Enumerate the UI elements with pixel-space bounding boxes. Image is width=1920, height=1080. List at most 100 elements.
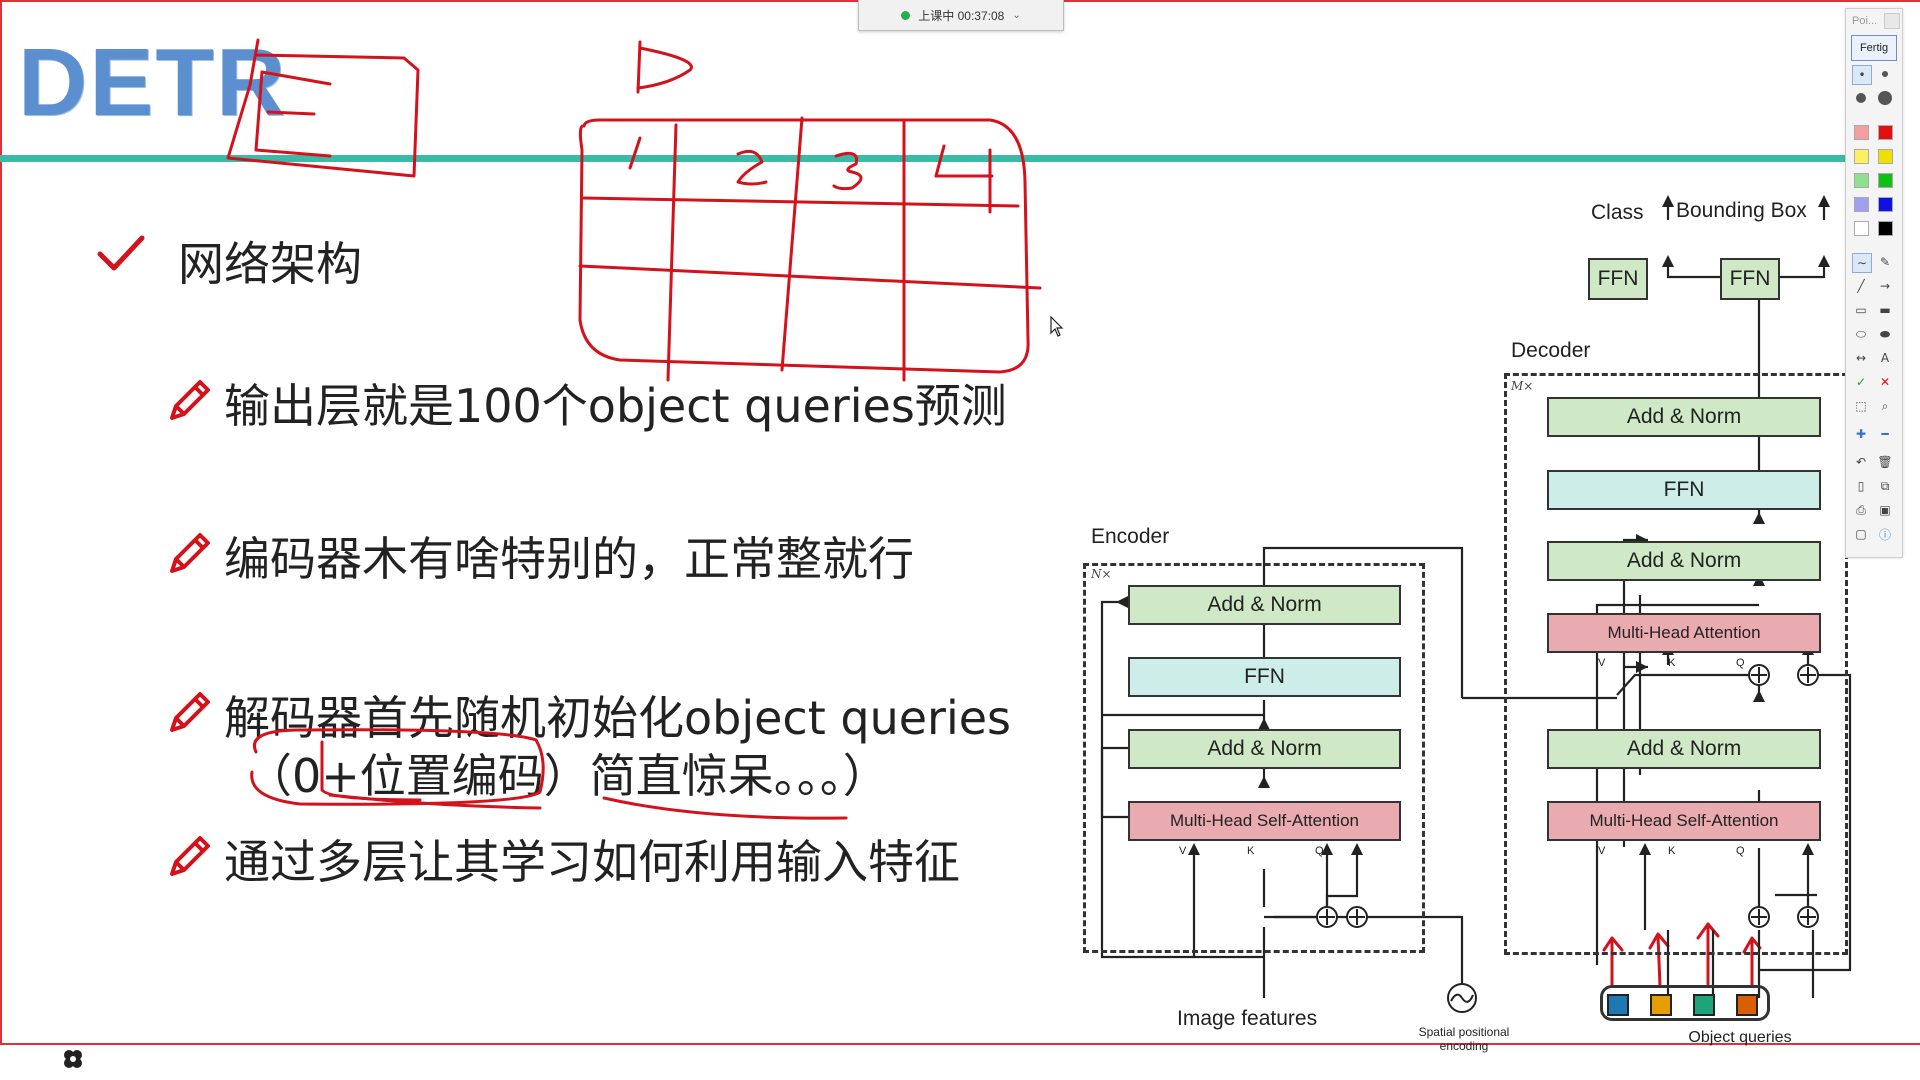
highlighter-icon[interactable]: ✎: [1879, 255, 1891, 269]
large-dot-icon[interactable]: [1876, 89, 1894, 107]
bbox-output-label: Bounding Box: [1676, 199, 1807, 222]
done-button[interactable]: Fertig: [1851, 35, 1897, 61]
encoder-self-attention: Multi-Head Self-Attention: [1128, 801, 1401, 841]
toolbar-close-button[interactable]: [1884, 13, 1900, 29]
app-logo-icon: [64, 1050, 82, 1068]
decoder-repeat-label: M×: [1511, 379, 1534, 393]
color-swatch[interactable]: [1852, 147, 1870, 165]
print-icon[interactable]: ⎙: [1856, 502, 1866, 517]
encoder-repeat-label: N×: [1091, 567, 1112, 581]
decoder-add-norm-3: Add & Norm: [1547, 397, 1821, 437]
image-features-label: Image features: [1177, 1007, 1318, 1030]
color-swatch[interactable]: [1852, 219, 1870, 237]
recording-indicator[interactable]: 上课中 00:37:08 ⌄: [858, 0, 1064, 31]
color-swatch-fill: [1853, 148, 1869, 164]
color-swatch-fill: [1877, 220, 1893, 236]
encoder-label: Encoder: [1091, 525, 1170, 548]
enc-v-label: V: [1179, 845, 1187, 857]
spatial-encoding-label: Spatial positional encoding: [1418, 1025, 1510, 1053]
page-icon[interactable]: ▯: [1857, 479, 1865, 493]
pencil-icon: [170, 533, 210, 573]
color-swatch[interactable]: [1876, 195, 1894, 213]
medium-dot-icon[interactable]: [1852, 89, 1870, 107]
encoder-stack: [1083, 563, 1425, 953]
filled-rectangle-icon[interactable]: ▬: [1879, 303, 1891, 317]
color-swatch-fill: [1877, 148, 1893, 164]
pencil-icon: [170, 380, 210, 420]
pencil-icon: [170, 836, 210, 876]
info-icon[interactable]: ⓘ: [1878, 527, 1891, 542]
screen-icon[interactable]: ▢: [1855, 527, 1867, 541]
recording-dot-icon: [901, 10, 911, 20]
class-output-label: Class: [1591, 201, 1644, 224]
check-icon[interactable]: ✓: [1855, 375, 1867, 389]
decoder-label: Decoder: [1511, 339, 1591, 362]
decoder-add-norm-1: Add & Norm: [1547, 729, 1821, 769]
pen-icon[interactable]: ∼: [1852, 253, 1872, 273]
bbox-ffn-block: FFN: [1720, 258, 1780, 300]
enc-k-label: K: [1247, 845, 1255, 857]
bullet-decoder: 解码器首先随机初始化object queries: [224, 691, 1011, 745]
line-icon[interactable]: ╱: [1857, 279, 1865, 293]
dec-q-label: Q: [1736, 845, 1745, 857]
ellipse-icon[interactable]: ⬭: [1855, 326, 1867, 341]
color-swatch[interactable]: [1876, 219, 1894, 237]
color-swatch-fill: [1877, 196, 1893, 212]
color-swatch[interactable]: [1876, 147, 1894, 165]
cross-icon[interactable]: ✕: [1879, 375, 1891, 389]
rectangle-icon[interactable]: ▭: [1855, 303, 1867, 317]
trash-icon[interactable]: 🗑: [1877, 455, 1893, 469]
decoder-self-attention: Multi-Head Self-Attention: [1547, 801, 1821, 841]
decoder-add-norm-2: Add & Norm: [1547, 541, 1821, 581]
bullet-encoder: 编码器木有啥特别的，正常整就行: [224, 532, 914, 586]
zoom-icon[interactable]: ⌕: [1881, 398, 1889, 413]
select-icon[interactable]: ⬚: [1855, 399, 1867, 413]
double-arrow-icon[interactable]: ↔: [1855, 351, 1867, 365]
screen-border-left: [0, 0, 2, 1045]
color-swatch-fill: [1853, 124, 1869, 140]
filled-ellipse-icon[interactable]: ⬬: [1879, 326, 1891, 341]
section-heading: 网络架构: [178, 237, 362, 291]
query-token-3: [1693, 994, 1715, 1016]
cross-v-label: V: [1598, 657, 1606, 669]
color-swatch[interactable]: [1852, 195, 1870, 213]
minus-icon[interactable]: ━: [1881, 427, 1889, 441]
text-icon[interactable]: A: [1880, 351, 1890, 365]
color-swatch-fill: [1853, 220, 1869, 236]
screen-border-bottom: [0, 1043, 1920, 1045]
color-swatch[interactable]: [1852, 171, 1870, 189]
copy-icon[interactable]: ⧉: [1880, 478, 1890, 493]
color-swatch[interactable]: [1876, 171, 1894, 189]
title-divider: [0, 155, 1848, 162]
color-swatch-fill: [1877, 124, 1893, 140]
small-dot-icon[interactable]: [1876, 65, 1894, 83]
encoder-add-norm-1: Add & Norm: [1128, 729, 1401, 769]
color-swatch-fill: [1877, 172, 1893, 188]
save-icon[interactable]: ▣: [1879, 503, 1891, 517]
encoder-add-norm-2: Add & Norm: [1128, 585, 1401, 625]
object-queries-label: Object queries: [1688, 1029, 1792, 1046]
bullet-output-layer: 输出层就是100个object queries预测: [224, 379, 1007, 433]
pencil-icon: [170, 692, 210, 732]
arrow-icon[interactable]: →: [1879, 279, 1891, 293]
color-swatch[interactable]: [1876, 123, 1894, 141]
query-token-2: [1650, 994, 1672, 1016]
enc-q-label: Q: [1315, 845, 1324, 857]
cross-k-label: K: [1668, 657, 1676, 669]
bullet-multilayer: 通过多层让其学习如何利用输入特征: [224, 835, 960, 889]
dec-k-label: K: [1668, 845, 1676, 857]
color-swatch[interactable]: [1852, 123, 1870, 141]
checkmark-icon: [97, 235, 145, 271]
decoder-cross-attention: Multi-Head Attention: [1547, 613, 1821, 653]
object-queries-box: [1600, 985, 1770, 1021]
decoder-stack: [1504, 373, 1848, 955]
bullet-decoder-continued: （0+位置编码）简直惊呆。。。）: [246, 749, 889, 803]
pointer-icon[interactable]: •: [1852, 65, 1872, 85]
chevron-down-icon[interactable]: ⌄: [1012, 9, 1021, 21]
query-token-1: [1607, 994, 1629, 1016]
encoder-ffn-block: FFN: [1128, 657, 1401, 697]
taskbar-strip: [0, 1045, 1920, 1080]
undo-icon[interactable]: ↶: [1855, 455, 1867, 469]
add-icon[interactable]: ✚: [1855, 427, 1867, 441]
